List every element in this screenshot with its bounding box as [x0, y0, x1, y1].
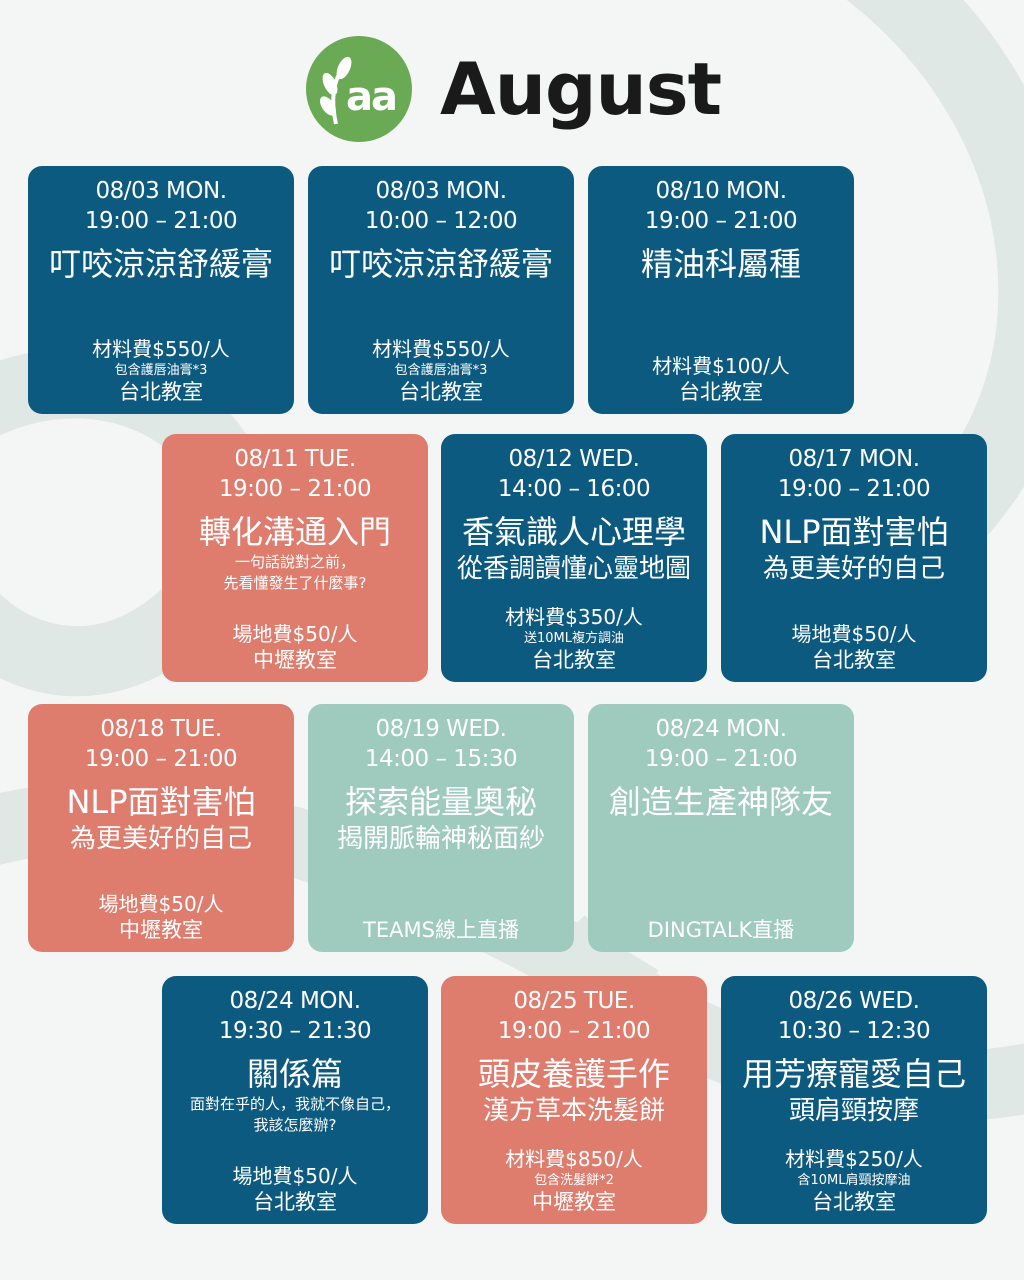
event-date: 08/24 MON.	[229, 988, 361, 1014]
event-title: 關係篇	[246, 1055, 343, 1093]
event-fee-note: 包含護唇油膏*3	[114, 363, 208, 378]
event-card: 08/12 WED. 14:00 – 16:00 香氣識人心理學從香調讀懂心靈地圖材…	[441, 434, 707, 682]
event-subtitle: 頭肩頸按摩	[788, 1096, 919, 1126]
event-title: 叮咬涼涼舒緩膏	[48, 245, 273, 283]
event-date: 08/03 MON.	[95, 178, 227, 204]
event-date: 08/26 WED.	[788, 988, 920, 1014]
event-location: 台北教室	[812, 1190, 896, 1214]
event-title: 轉化溝通入門	[198, 513, 391, 551]
event-title: NLP面對害怕	[759, 513, 949, 551]
event-fee: 材料費$350/人	[505, 605, 643, 629]
event-time: 19:00 – 21:00	[84, 746, 238, 772]
event-subtitle: 漢方草本洗髮餅	[482, 1096, 665, 1126]
event-fee: 場地費$50/人	[232, 622, 358, 646]
header: aa August	[306, 34, 722, 144]
event-note: 面對在乎的人，我就不像自己，我該怎麼辦?	[189, 1095, 400, 1134]
event-date: 08/24 MON.	[655, 716, 787, 742]
event-fee-note: 包含洗髮餅*2	[534, 1173, 614, 1188]
event-location: 台北教室	[812, 648, 896, 672]
event-time: 19:00 – 21:00	[497, 1018, 651, 1044]
event-title: 用芳療寵愛自己	[741, 1055, 966, 1093]
event-time: 19:30 – 21:30	[218, 1018, 372, 1044]
event-time: 19:00 – 21:00	[644, 208, 798, 234]
event-time: 19:00 – 21:00	[84, 208, 238, 234]
event-card: 08/26 WED. 10:30 – 12:30 用芳療寵愛自己頭肩頸按摩材料費$2…	[721, 976, 987, 1224]
event-fee-note: 含10ML肩頸按摩油	[797, 1173, 911, 1188]
event-note: 一句話說對之前，先看懂發生了什麼事?	[223, 553, 367, 592]
leaf-icon	[320, 56, 352, 125]
event-card: 08/24 MON. 19:30 – 21:30 關係篇面對在乎的人，我就不像自己，…	[162, 976, 428, 1224]
event-time: 10:30 – 12:30	[777, 1018, 931, 1044]
event-date: 08/25 TUE.	[513, 988, 635, 1014]
event-fee: 場地費$50/人	[98, 892, 224, 916]
event-date: 08/03 MON.	[375, 178, 507, 204]
event-title: 香氣識人心理學	[461, 513, 686, 551]
brand-logo: aa	[306, 36, 412, 142]
event-date: 08/18 TUE.	[100, 716, 222, 742]
page-title: August	[440, 47, 722, 131]
event-date: 08/17 MON.	[788, 446, 920, 472]
event-title: NLP面對害怕	[66, 783, 256, 821]
event-fee: 材料費$100/人	[652, 354, 790, 378]
event-location: 中壢教室	[532, 1190, 616, 1214]
event-location: 中壢教室	[253, 648, 337, 672]
event-time: 14:00 – 15:30	[364, 746, 518, 772]
event-subtitle: 從香調讀懂心靈地圖	[456, 554, 691, 584]
event-time: 19:00 – 21:00	[777, 476, 931, 502]
event-location: 台北教室	[253, 1190, 337, 1214]
event-title: 頭皮養護手作	[477, 1055, 670, 1093]
event-title: 精油科屬種	[640, 245, 801, 283]
event-date: 08/11 TUE.	[234, 446, 356, 472]
event-subtitle: 為更美好的自己	[762, 554, 945, 584]
event-time: 19:00 – 21:00	[644, 746, 798, 772]
event-fee: 場地費$50/人	[791, 622, 917, 646]
event-fee: 材料費$250/人	[785, 1147, 923, 1171]
event-card: 08/25 TUE. 19:00 – 21:00 頭皮養護手作漢方草本洗髮餅材料費$…	[441, 976, 707, 1224]
event-title: 創造生產神隊友	[608, 783, 833, 821]
event-location: 中壢教室	[119, 918, 203, 942]
event-time: 14:00 – 16:00	[497, 476, 651, 502]
event-title: 探索能量奧秘	[344, 783, 537, 821]
event-card: 08/19 WED. 14:00 – 15:30 探索能量奧秘揭開脈輪神秘面紗 TEA…	[308, 704, 574, 952]
event-title: 叮咬涼涼舒緩膏	[328, 245, 553, 283]
event-location: TEAMS線上直播	[363, 918, 519, 942]
event-date: 08/10 MON.	[655, 178, 787, 204]
event-location: 台北教室	[532, 648, 616, 672]
event-location: 台北教室	[679, 380, 763, 404]
event-fee: 材料費$850/人	[505, 1147, 643, 1171]
event-subtitle: 為更美好的自己	[69, 824, 252, 854]
event-subtitle: 揭開脈輪神秘面紗	[336, 824, 545, 854]
event-fee: 材料費$550/人	[372, 337, 510, 361]
event-location: 台北教室	[119, 380, 203, 404]
event-time: 19:00 – 21:00	[218, 476, 372, 502]
event-card: 08/11 TUE. 19:00 – 21:00 轉化溝通入門一句話說對之前，先看懂…	[162, 434, 428, 682]
event-time: 10:00 – 12:00	[364, 208, 518, 234]
event-fee-note: 包含護唇油膏*3	[394, 363, 488, 378]
event-card: 08/24 MON. 19:00 – 21:00 創造生產神隊友 DINGTALK直播	[588, 704, 854, 952]
event-date: 08/12 WED.	[508, 446, 640, 472]
logo-text: aa	[346, 74, 398, 120]
event-location: DINGTALK直播	[647, 918, 795, 942]
event-card: 08/03 MON. 19:00 – 21:00 叮咬涼涼舒緩膏材料費$550/人包…	[28, 166, 294, 414]
event-fee-note: 送10ML複方調油	[523, 631, 624, 646]
event-date: 08/19 WED.	[375, 716, 507, 742]
event-card: 08/10 MON. 19:00 – 21:00 精油科屬種材料費$100/人台北教…	[588, 166, 854, 414]
event-fee: 場地費$50/人	[232, 1164, 358, 1188]
event-location: 台北教室	[399, 380, 483, 404]
event-fee: 材料費$550/人	[92, 337, 230, 361]
event-card: 08/03 MON. 10:00 – 12:00 叮咬涼涼舒緩膏材料費$550/人包…	[308, 166, 574, 414]
